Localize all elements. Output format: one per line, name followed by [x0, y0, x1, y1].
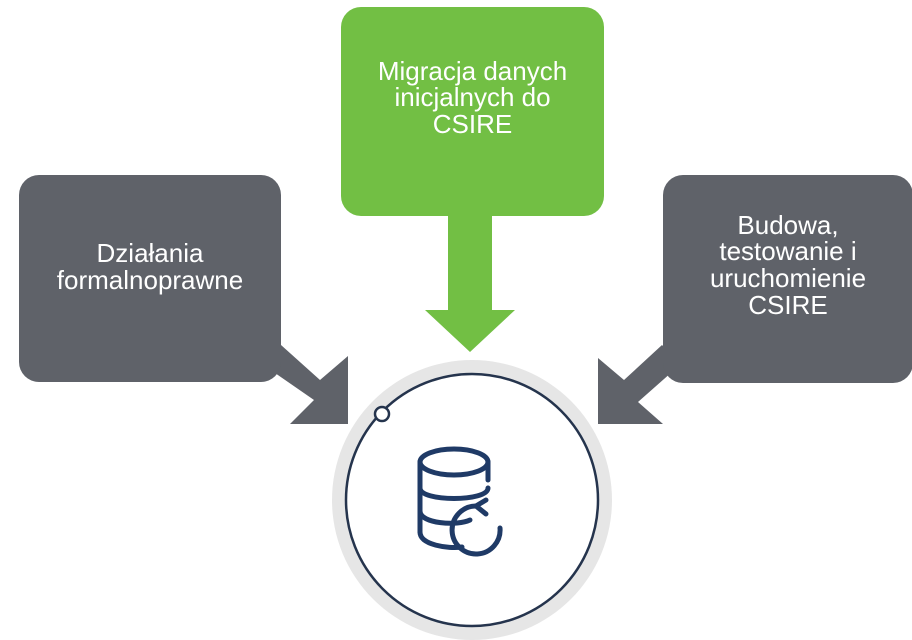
ring-knob [373, 405, 391, 423]
build-test-launch-label: Budowa, testowanie i uruchomienie CSIRE [709, 209, 867, 320]
data-migration-label: Migracja danych inicjalnych do CSIRE [377, 55, 568, 139]
green-down-arrow [425, 216, 515, 352]
formal-legal-actions-label: Działania formalnoprawne [56, 237, 244, 295]
data-migration-box: Migracja danych inicjalnych do CSIRE [341, 7, 604, 216]
center-circle-ring [344, 372, 600, 628]
formal-legal-actions-box: Działania formalnoprawne [19, 175, 281, 382]
build-test-launch-box: Budowa, testowanie i uruchomienie CSIRE [663, 175, 912, 383]
right-gray-arrow [598, 345, 681, 424]
database-sync-icon [417, 446, 503, 557]
left-gray-arrow [262, 345, 348, 424]
